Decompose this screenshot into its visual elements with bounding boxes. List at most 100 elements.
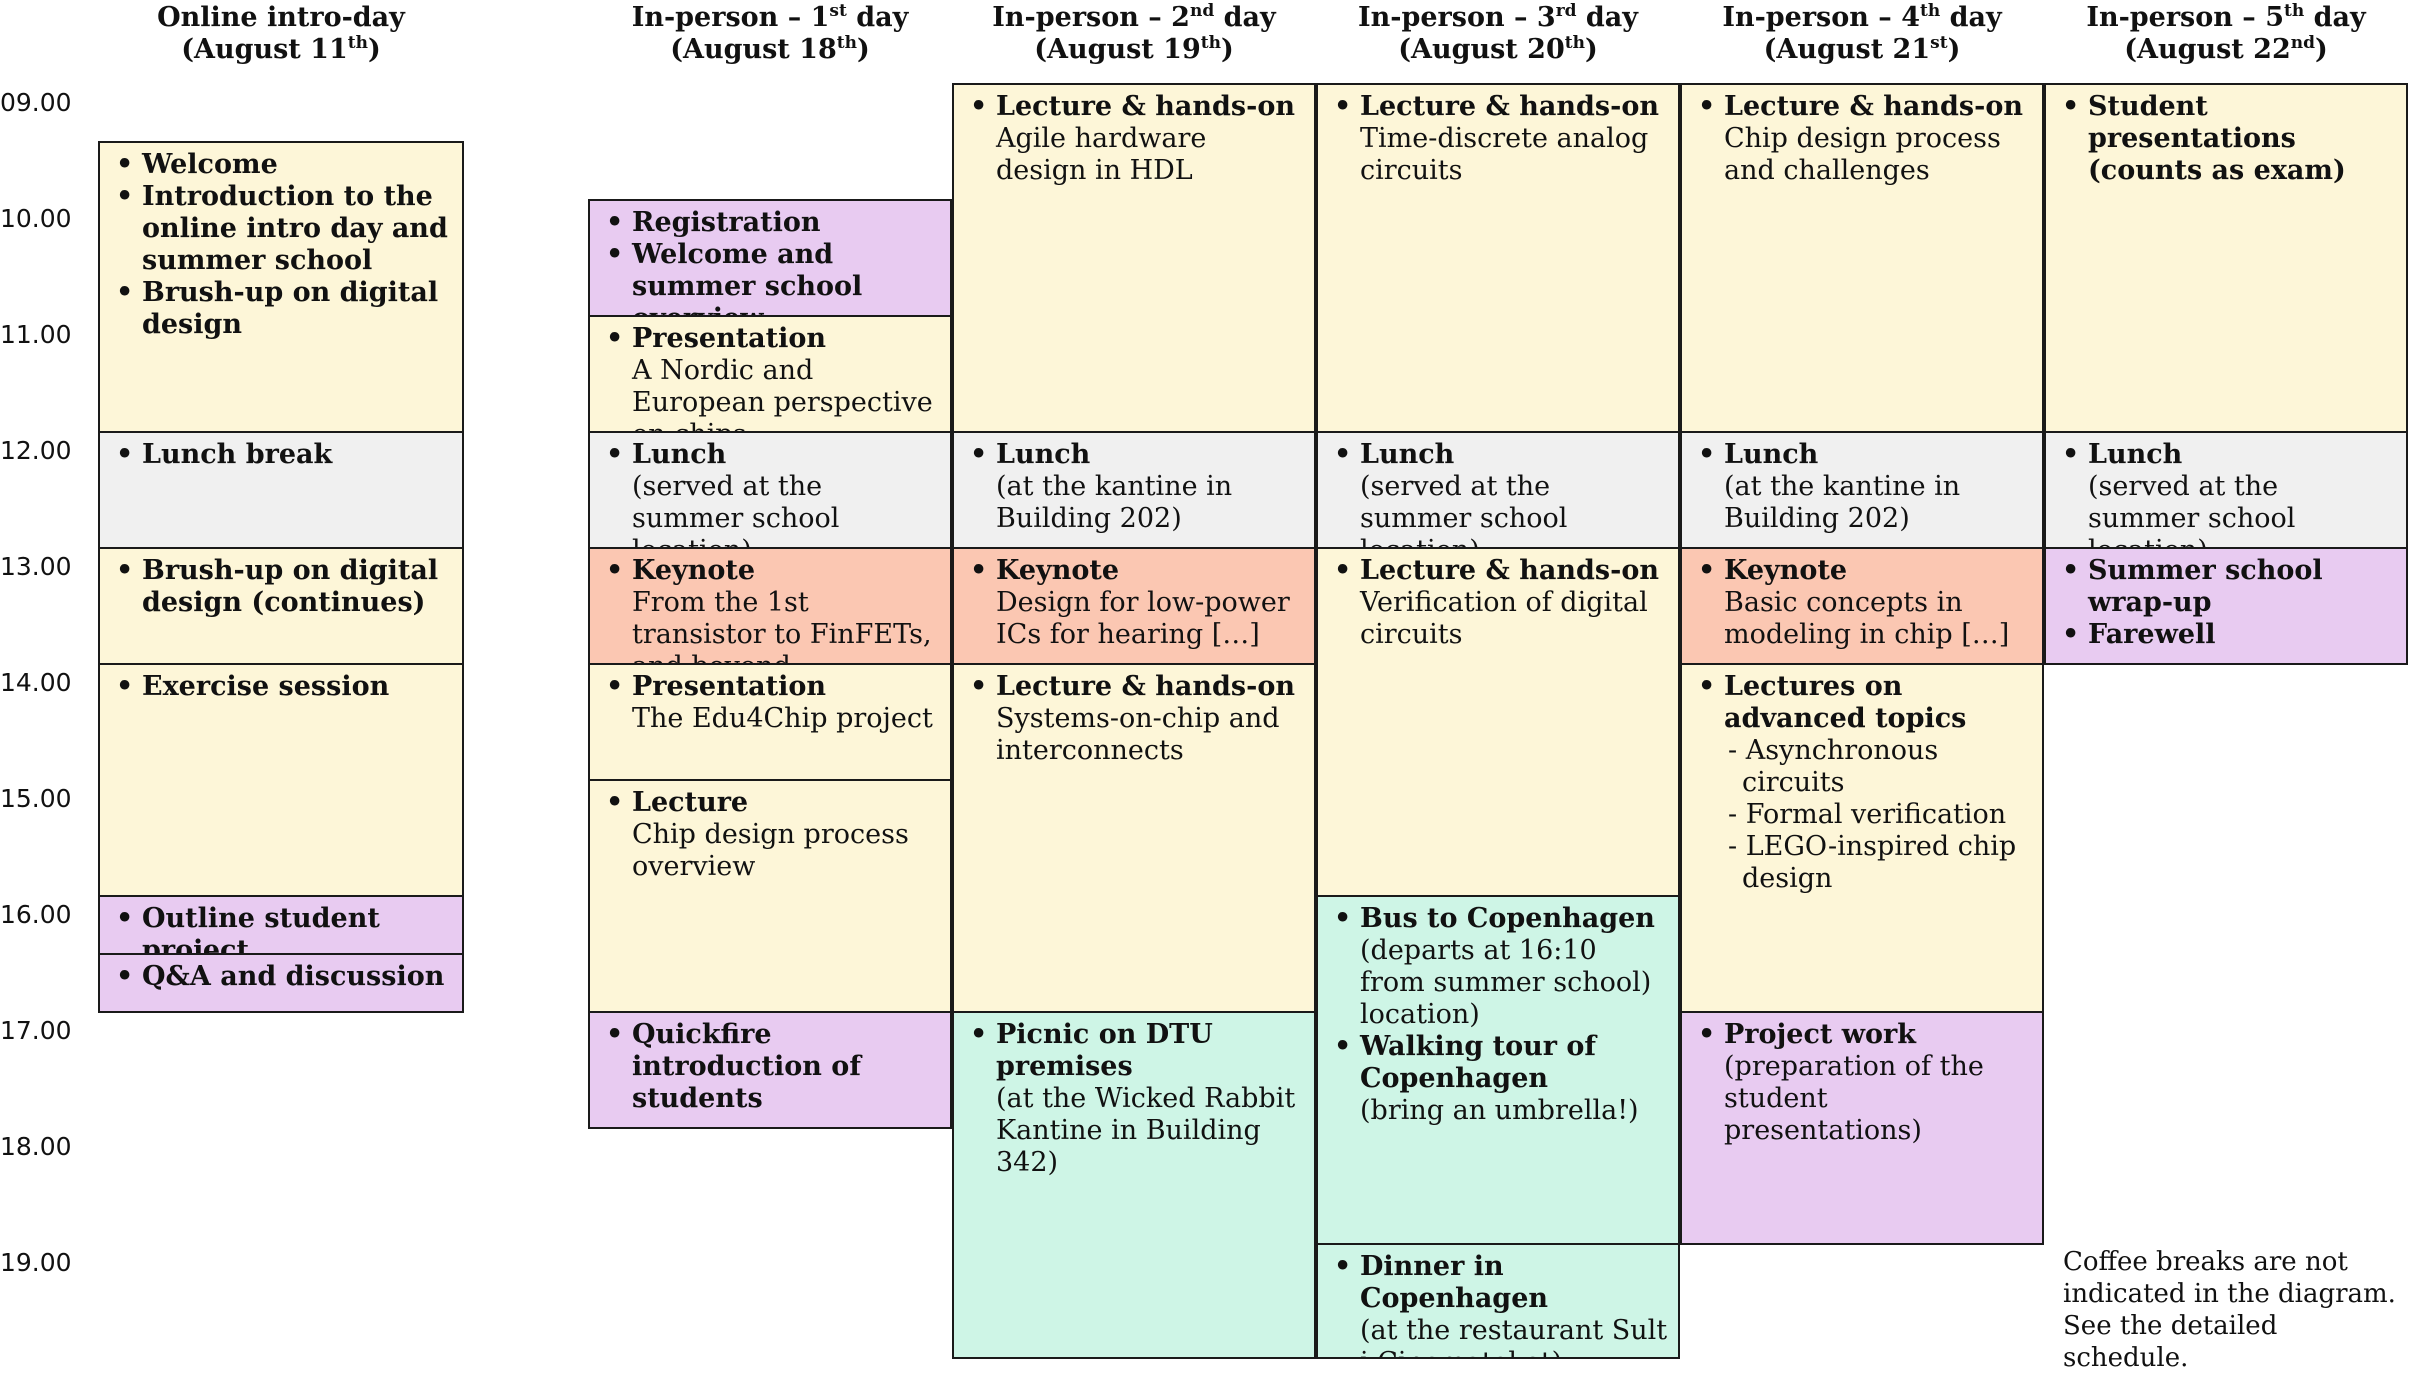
bullet-icon: • [116,149,134,180]
bullet-icon: • [1698,555,1716,586]
bullet-icon: • [970,671,988,702]
bullet-icon: • [1334,439,1352,470]
bullet-icon: • [1334,91,1352,122]
item-detail: Systems-on-chip and interconnects [996,703,1280,766]
schedule-item: •Lunch(served at the summer school locat… [606,439,940,547]
schedule-block: •Lunch(served at the summer school locat… [2044,431,2408,549]
item-title: Lunch [2088,439,2183,470]
schedule-item: •Lunch(served at the summer school locat… [1334,439,1668,547]
item-title: Lunch [996,439,1091,470]
bullet-icon: • [970,1019,988,1050]
bullet-icon: • [2062,619,2080,650]
schedule-block: •Brush-up on digital design (continues) [98,547,464,665]
item-detail: Agile hardware design in HDL [996,123,1207,186]
item-title: Registration [632,207,821,238]
item-title: Welcome [142,149,278,180]
schedule-block: •Summer school wrap-up•Farewell [2044,547,2408,665]
item-detail: Chip design process and challenges [1724,123,2001,186]
bullet-icon: • [970,555,988,586]
schedule-item: • Lunch(at the kantine in Building 202) [970,439,1304,535]
schedule-item: •Quickfire introduction of students [606,1019,940,1115]
bullet-icon: • [606,787,624,818]
item-title: Outline student project [142,903,380,955]
item-title: Presentation [632,671,827,702]
bullet-icon: • [1698,671,1716,702]
item-detail: (at the kantine in Building 202) [996,471,1233,534]
schedule-item: •Introduction to the online intro day an… [116,181,452,277]
bullet-icon: • [970,91,988,122]
day-header: In-person – 1st day(August 18th) [631,1,909,65]
schedule-block: •Exercise session [98,663,464,897]
schedule-block: •Lunch break [98,431,464,549]
schedule-block: • Welcome•Introduction to the online intr… [98,141,464,433]
item-detail: Verification of digital circuits [1360,587,1648,650]
item-detail: (at the kantine in Building 202) [1724,471,1961,534]
schedule-item: •Farewell [2062,619,2396,651]
schedule-item: • Welcome [116,149,452,181]
item-detail: Time-discrete analog circuits [1360,123,1649,186]
schedule-item: • Outline student project [116,903,452,955]
item-title: Lecture & hands-on [996,91,1295,122]
bullet-icon: • [606,555,624,586]
item-title: Lecture [632,787,749,818]
bullet-icon: • [606,239,624,270]
bullet-icon: • [116,555,134,586]
item-detail: (served at the summer school location) [632,471,840,547]
item-title: Brush-up on digital design [142,277,439,340]
day-header: In-person – 5th day(August 22nd) [2086,1,2366,65]
item-title: Lectures on advanced topics [1724,671,1967,734]
schedule-item: •Brush-up on digital design (continues) [116,555,452,619]
time-label: 10.00 [0,204,72,233]
item-title: Lunch break [142,439,333,470]
item-title: Lecture & hands-on [996,671,1295,702]
schedule-block: •Lunch(served at the summer school locat… [588,431,952,549]
schedule-block: •Lectures on advanced topics- Asynchrono… [1680,663,2044,1013]
item-detail: Design for low-power ICs for hearing […] [996,587,1290,650]
item-detail: (at the restaurant Sult i Cinemateket) [1360,1315,1668,1357]
coffee-note: Coffee breaks are not indicated in the d… [2063,1247,2396,1373]
item-title: Student presentations (counts as exam) [2088,91,2346,186]
bullet-icon: • [116,903,134,934]
item-title: Lecture & hands-on [1724,91,2023,122]
item-title: Keynote [632,555,756,586]
schedule-block: •Registration•Welcome and summer school … [588,199,952,317]
item-title: Project work [1724,1019,1916,1050]
schedule-block: •Lunch(served at the summer school locat… [1316,431,1680,549]
bullet-icon: • [116,671,134,702]
item-title: Lecture & hands-on [1360,91,1659,122]
schedule-block: •Quickfire introduction of students [588,1011,952,1129]
bullet-icon: • [2062,91,2080,122]
schedule-item: •Project work(preparation of the student… [1698,1019,2032,1147]
schedule-block: •Dinner in Copenhagen(at the restaurant … [1316,1243,1680,1359]
schedule-item: •Registration [606,207,940,239]
item-detail: (bring an umbrella!) [1360,1095,1639,1126]
schedule-block: • Student presentations (counts as exam) [2044,83,2408,433]
schedule-block: • Outline student project [98,895,464,955]
item-title: Q&A and discussion [142,961,445,992]
bullet-icon: • [2062,439,2080,470]
schedule-block: •Project work(preparation of the student… [1680,1011,2044,1245]
bullet-icon: • [1698,1019,1716,1050]
day-header: In-person – 4th day(August 21st) [1722,1,2002,65]
bullet-icon: • [606,1019,624,1050]
time-label: 11.00 [0,320,72,349]
time-label: 14.00 [0,668,72,697]
schedule-block: •Lunch(at the kantine in Building 202) [1680,431,2044,549]
schedule-item: •Walking tour of Copenhagen(bring an umb… [1334,1031,1668,1127]
item-detail: (departs at 16:10 from summer school) lo… [1360,935,1652,1030]
item-title: Lecture & hands-on [1360,555,1659,586]
bullet-icon: • [970,439,988,470]
